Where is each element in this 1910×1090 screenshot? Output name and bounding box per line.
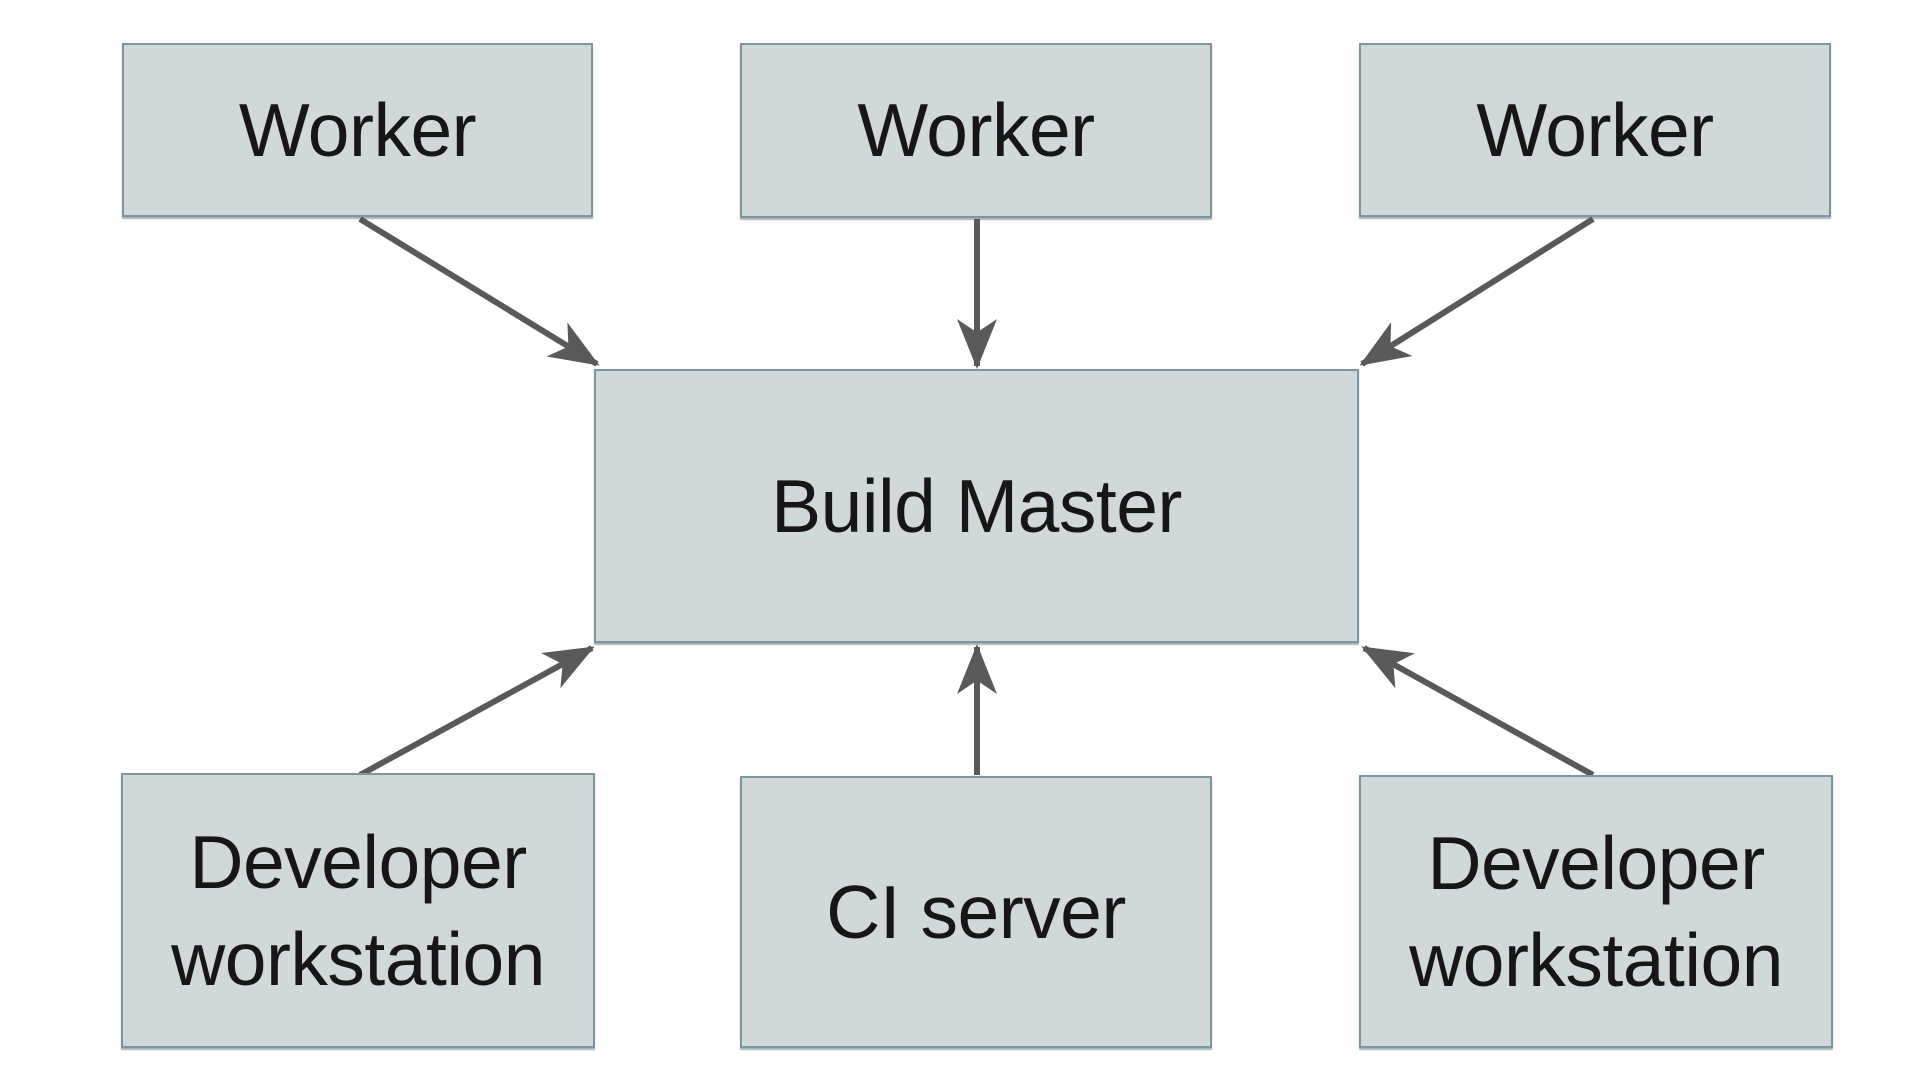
- node-developer-workstation-left: Developer workstation: [121, 773, 595, 1048]
- arrow-worker-1-to-build-master: [358, 216, 600, 367]
- node-worker-1-label: Worker: [238, 87, 477, 172]
- node-developer-workstation-left-label: Developer workstation: [171, 819, 545, 1001]
- arrow-developer-workstation-left-to-build-master: [358, 645, 595, 778]
- node-worker-1: Worker: [122, 43, 593, 217]
- arrow-developer-workstation-right-to-build-master: [1361, 645, 1595, 778]
- node-worker-2-label: Worker: [857, 88, 1095, 172]
- node-worker-3: Worker: [1359, 43, 1831, 217]
- arrow-worker-3-to-build-master: [1359, 216, 1595, 367]
- node-worker-3-label: Worker: [1476, 87, 1714, 172]
- node-worker-2: Worker: [740, 43, 1212, 218]
- node-ci-server: CI server: [740, 776, 1212, 1048]
- node-build-master: Build Master: [594, 369, 1359, 643]
- node-build-master-label: Build Master: [771, 463, 1182, 548]
- node-developer-workstation-right-label: Developer workstation: [1409, 820, 1783, 1002]
- node-developer-workstation-right: Developer workstation: [1359, 775, 1833, 1048]
- node-ci-server-label: CI server: [826, 869, 1126, 954]
